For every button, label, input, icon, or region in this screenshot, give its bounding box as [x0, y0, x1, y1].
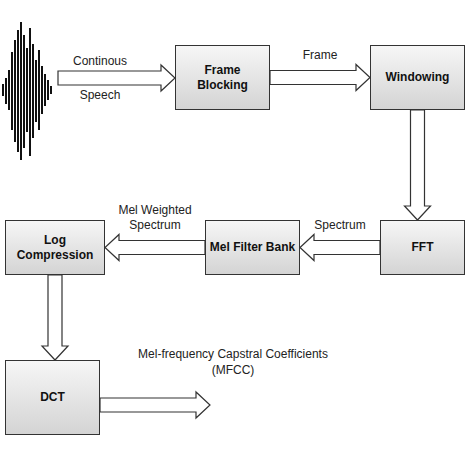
flow-arrow [42, 275, 68, 360]
box-label: DCT [38, 388, 67, 407]
process-box: Mel Filter Bank [205, 220, 300, 275]
edge-label: Mel Weighted Spectrum [108, 203, 203, 233]
process-box: DCT [5, 360, 100, 435]
flow-arrow [270, 65, 370, 91]
flow-arrow [405, 110, 431, 220]
box-label: Frame Blocking [176, 61, 269, 95]
box-label: FFT [410, 238, 436, 257]
speech-waveform [3, 22, 51, 160]
process-box: Log Compression [5, 220, 105, 275]
edge-label: Spectrum [300, 218, 380, 233]
flow-arrow [105, 235, 205, 261]
edge-label: Frame [275, 48, 365, 63]
box-label: Log Compression [6, 231, 104, 265]
box-label: Mel Filter Bank [208, 238, 297, 257]
box-label: Windowing [384, 68, 452, 87]
signal-label: Continous Speech [60, 44, 140, 112]
process-box: FFT [380, 220, 465, 275]
signal-label: Mel-frequency Capstral Coefficients (MFC… [118, 346, 348, 378]
input-arrow [58, 65, 175, 91]
output-arrow [100, 392, 210, 418]
process-box: Frame Blocking [175, 45, 270, 110]
process-box: Windowing [370, 45, 465, 110]
flow-arrow [300, 235, 380, 261]
